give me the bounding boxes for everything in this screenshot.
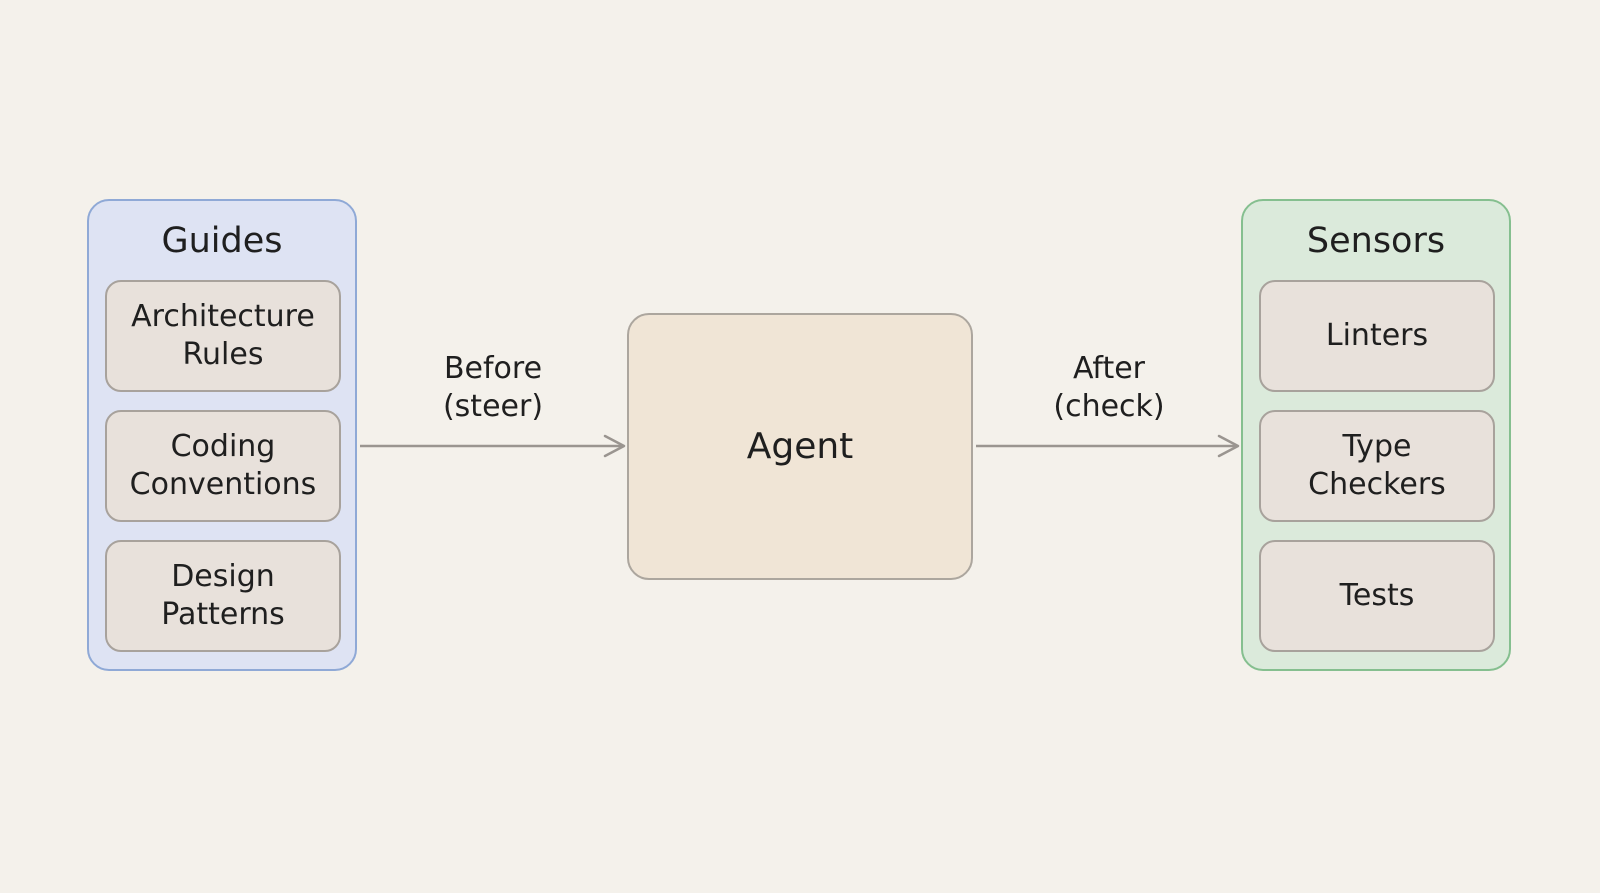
sensor-item-type-checkers: Type Checkers [1259, 410, 1495, 522]
guide-item-design-patterns: Design Patterns [105, 540, 341, 652]
sensors-group: Sensors Linters Type Checkers Tests [1241, 199, 1511, 671]
guides-title: Guides [161, 221, 283, 261]
before-steer-label: Before (steer) [442, 351, 544, 424]
after-arrowhead [1217, 434, 1240, 458]
guide-item-architecture-rules: Architecture Rules [105, 280, 341, 392]
agent-node: Agent [627, 313, 973, 580]
after-check-label: After (check) [1053, 351, 1165, 424]
agent-label: Agent [746, 426, 854, 467]
before-arrowhead [603, 434, 626, 458]
sensors-title: Sensors [1306, 221, 1446, 261]
sensor-item-tests: Tests [1259, 540, 1495, 652]
sensor-item-linters: Linters [1259, 280, 1495, 392]
guide-item-coding-conventions: Coding Conventions [105, 410, 341, 522]
guides-group: Guides Architecture Rules Coding Convent… [87, 199, 357, 671]
